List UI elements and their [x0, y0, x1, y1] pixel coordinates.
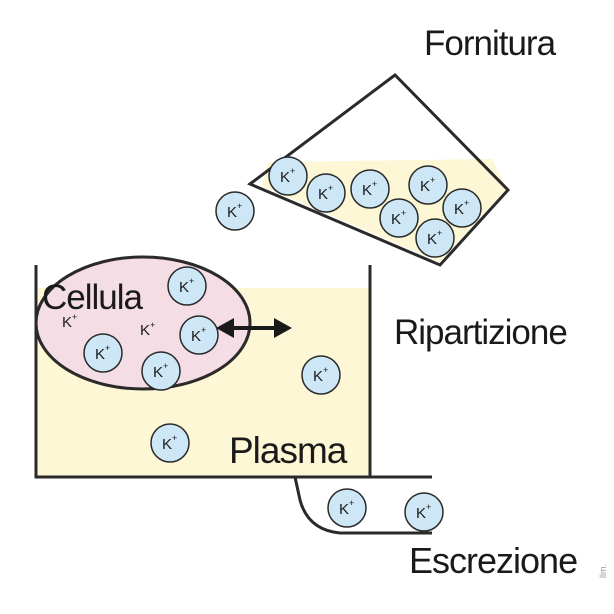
svg-text:+: +: [150, 320, 155, 330]
svg-text:+: +: [72, 312, 77, 322]
potassium-ion: K+: [442, 188, 482, 228]
excretion-channel: [293, 476, 432, 535]
supply-label: Fornitura: [424, 24, 556, 63]
svg-text:K: K: [191, 328, 201, 345]
cell-label: Cellula: [42, 278, 143, 317]
svg-text:K: K: [153, 364, 163, 381]
svg-text:+: +: [372, 179, 377, 189]
svg-text:+: +: [105, 343, 110, 353]
svg-text:+: +: [189, 276, 194, 286]
svg-text:K: K: [362, 182, 372, 199]
svg-text:+: +: [349, 498, 354, 508]
potassium-ion: K+: [179, 315, 219, 355]
potassium-ion: K+: [408, 165, 448, 205]
potassium-ion: K+: [350, 169, 390, 209]
distribution-label: Ripartizione: [394, 313, 568, 352]
svg-text:+: +: [201, 325, 206, 335]
svg-text:K: K: [427, 231, 437, 248]
potassium-ion: K+: [167, 266, 207, 306]
cell-free-ion: K +: [140, 320, 155, 339]
svg-text:+: +: [464, 198, 469, 208]
svg-text:K: K: [313, 368, 323, 385]
svg-text:+: +: [437, 228, 442, 238]
svg-text:+: +: [172, 433, 177, 443]
svg-text:+: +: [163, 361, 168, 371]
potassium-ion: K+: [141, 351, 181, 391]
potassium-ion: K+: [150, 423, 190, 463]
svg-text:K: K: [179, 279, 189, 296]
potassium-ion: K+: [215, 191, 255, 231]
credit-text: llm.: [598, 564, 608, 578]
svg-text:+: +: [237, 201, 242, 211]
potassium-ion: K+: [379, 198, 419, 238]
svg-text:+: +: [430, 175, 435, 185]
svg-text:K: K: [162, 436, 172, 453]
plasma-outline: [34, 265, 372, 479]
svg-text:+: +: [401, 208, 406, 218]
potassium-ion: K+: [415, 218, 455, 258]
potassium-ion: K+: [327, 488, 367, 528]
potassium-ion: K+: [83, 333, 123, 373]
svg-text:K: K: [416, 505, 426, 522]
supply-outline: [247, 73, 511, 267]
cell-free-ion: K +: [62, 312, 77, 331]
svg-text:+: +: [290, 166, 295, 176]
svg-text:K: K: [391, 211, 401, 228]
potassium-ion: K+: [306, 173, 346, 213]
svg-text:K: K: [318, 186, 328, 203]
potassium-ion: K+: [404, 492, 444, 532]
svg-text:K: K: [140, 322, 150, 339]
potassium-ion: K+: [301, 355, 341, 395]
excretion-label: Escrezione: [409, 540, 578, 581]
potassium-ion: K+: [268, 156, 308, 196]
svg-text:K: K: [454, 201, 464, 218]
plasma-label: Plasma: [229, 430, 347, 471]
svg-text:+: +: [426, 502, 431, 512]
exchange-arrow: [216, 318, 292, 338]
svg-text:K: K: [227, 204, 237, 221]
svg-text:+: +: [328, 183, 333, 193]
potassium-ions: K+K+K+K+K+K+K+K+K+K+K+K+K+K+K+K+: [83, 156, 482, 532]
svg-text:K: K: [280, 169, 290, 186]
svg-text:K: K: [62, 314, 72, 331]
svg-text:K: K: [339, 501, 349, 518]
svg-text:K: K: [420, 178, 430, 195]
svg-text:K: K: [95, 346, 105, 363]
svg-text:+: +: [323, 365, 328, 375]
